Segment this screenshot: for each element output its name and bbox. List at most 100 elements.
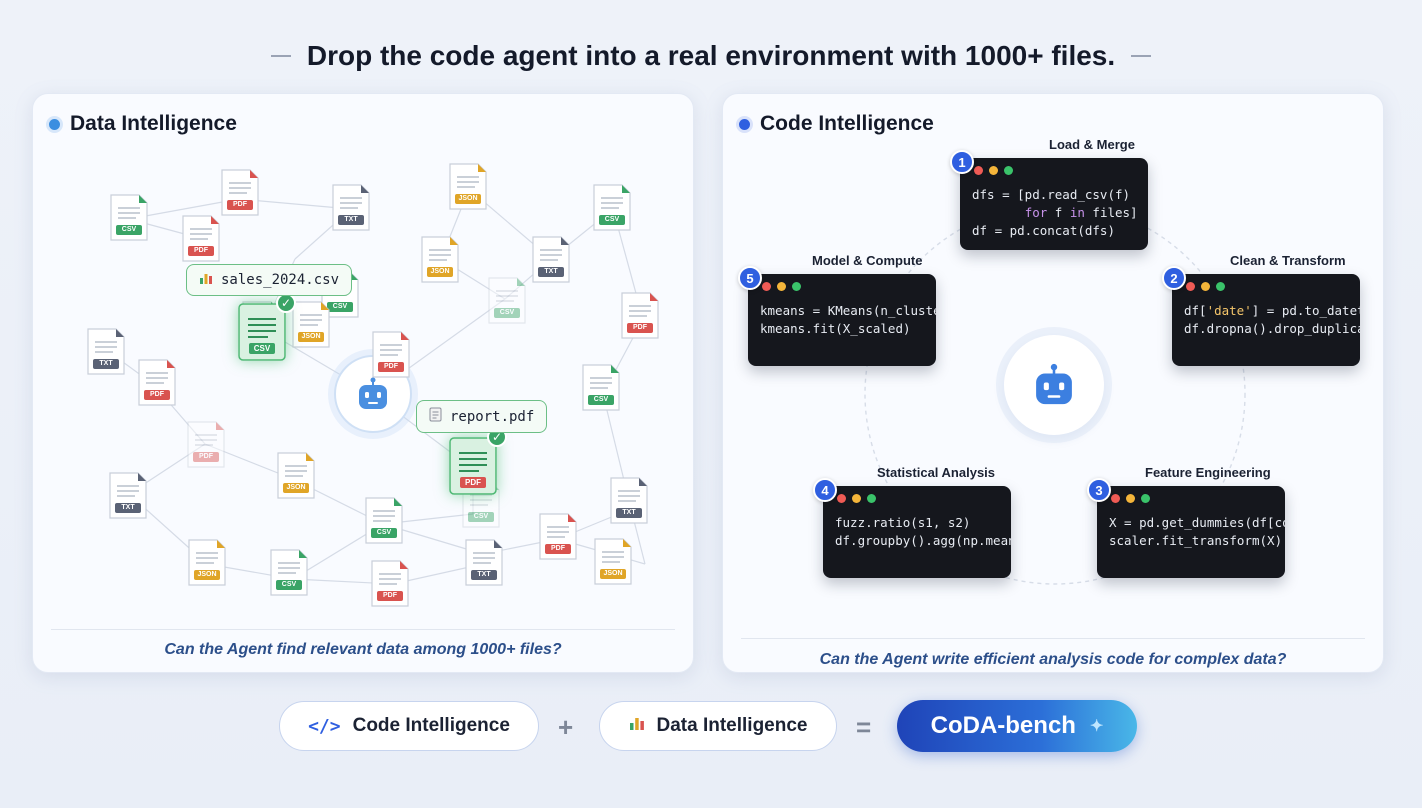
window-controls <box>960 158 1148 182</box>
step-number-badge: 3 <box>1087 478 1111 502</box>
file-type-label: PDF <box>194 247 208 254</box>
file-icon-csv[interactable]: CSV <box>268 548 310 598</box>
file-icon-txt[interactable]: TXT <box>85 327 127 377</box>
code-icon: </> <box>308 715 341 737</box>
file-icon-pdf[interactable]: PDF <box>185 420 227 470</box>
file-type-label: CSV <box>499 309 515 316</box>
file-type-label: TXT <box>477 571 491 578</box>
file-icon-pdf[interactable]: PDF <box>136 358 178 408</box>
file-icon-txt[interactable]: TXT <box>330 183 372 233</box>
checkmark-icon: ✓ <box>276 293 296 313</box>
file-type-label: TXT <box>344 216 358 223</box>
data-intelligence-title: Data Intelligence <box>49 112 237 136</box>
file-type-label: CSV <box>604 216 620 223</box>
file-type-label: JSON <box>603 570 623 577</box>
headline: Drop the code agent into a real environm… <box>0 40 1422 72</box>
file-icon-pdf[interactable]: PDF <box>180 214 222 264</box>
robot-icon <box>1036 363 1072 405</box>
step-number-badge: 1 <box>950 150 974 174</box>
step-label-1: Load & Merge <box>1049 137 1135 152</box>
sales-csv-label: sales_2024.csv <box>221 272 340 288</box>
file-type-label: JSON <box>301 333 321 340</box>
window-controls <box>1172 274 1360 298</box>
file-type-label: JSON <box>286 484 306 491</box>
title-dot-icon <box>49 118 60 130</box>
file-icon-json[interactable]: JSON <box>447 162 489 212</box>
headline-text: Drop the code agent into a real environm… <box>306 40 1116 71</box>
file-icon-pdf[interactable]: PDF <box>370 330 412 380</box>
file-type-label: TXT <box>99 360 113 367</box>
coda-bench-result[interactable]: CoDA-bench ✦ <box>897 700 1137 752</box>
file-icon-json[interactable]: JSON <box>186 538 228 588</box>
chart-icon <box>199 271 213 289</box>
data-intelligence-question: Can the Agent find relevant data among 1… <box>164 641 562 658</box>
code-step-2[interactable]: df['date'] = pd.to_datet df.dropna().dro… <box>1172 274 1360 366</box>
window-controls <box>823 486 1011 510</box>
code-step-5[interactable]: kmeans = KMeans(n_cluste kmeans.fit(X_sc… <box>748 274 936 366</box>
agent-bot-right <box>1004 335 1104 435</box>
file-icon-pdf[interactable]: PDF <box>619 291 661 341</box>
highlighted-file-pdf[interactable]: PDF✓ <box>449 427 507 495</box>
code-snippet: X = pd.get_dummies(df[co scaler.fit_tran… <box>1109 515 1285 548</box>
code-snippet: kmeans = KMeans(n_cluste kmeans.fit(X_sc… <box>760 303 936 336</box>
file-icon-json[interactable]: JSON <box>419 235 461 285</box>
code-intelligence-title-text: Code Intelligence <box>760 112 934 135</box>
file-icon-csv[interactable]: CSV <box>363 496 405 546</box>
file-type-label: PDF <box>233 201 247 208</box>
file-type-label: CSV <box>376 529 392 536</box>
code-snippet: dfs = [pd.read_csv(f) for f in files] df… <box>972 187 1138 238</box>
file-icon-txt[interactable]: TXT <box>608 476 650 526</box>
file-icon-txt[interactable]: TXT <box>107 471 149 521</box>
file-icon-json[interactable]: JSON <box>275 451 317 501</box>
bar-chart-icon <box>629 715 645 737</box>
code-step-1[interactable]: dfs = [pd.read_csv(f) for f in files] df… <box>960 158 1148 250</box>
file-type-label: CSV <box>281 581 297 588</box>
file-icon-json[interactable]: JSON <box>290 300 332 350</box>
file-icon-csv[interactable]: CSV <box>486 276 528 326</box>
file-type-label: JSON <box>197 571 217 578</box>
code-snippet: df['date'] = pd.to_datet df.dropna().dro… <box>1184 303 1360 336</box>
step-number-badge: 5 <box>738 266 762 290</box>
file-type-label: CSV <box>121 226 137 233</box>
plus-operator: + <box>558 712 574 742</box>
robot-icon <box>359 377 387 409</box>
window-controls <box>748 274 936 298</box>
file-icon-pdf[interactable]: PDF <box>219 168 261 218</box>
report-pdf-callout[interactable]: report.pdf <box>416 400 548 433</box>
headline-right-dash <box>1131 55 1152 57</box>
coda-bench-label: CoDA-bench <box>930 712 1076 739</box>
code-intelligence-pill[interactable]: </> Code Intelligence <box>279 701 539 751</box>
code-intelligence-pill-label: Code Intelligence <box>352 715 510 736</box>
step-number-badge: 4 <box>813 478 837 502</box>
left-divider <box>51 629 675 630</box>
code-step-4[interactable]: fuzz.ratio(s1, s2) df.groupby().agg(np.m… <box>823 486 1011 578</box>
file-icon-pdf[interactable]: PDF <box>537 512 579 562</box>
file-type-label: TXT <box>121 504 135 511</box>
window-controls <box>1097 486 1285 510</box>
right-divider <box>741 638 1365 639</box>
file-type-label: CSV <box>332 303 348 310</box>
file-icon-txt[interactable]: TXT <box>463 538 505 588</box>
highlighted-file-csv[interactable]: CSV✓ <box>238 293 296 361</box>
file-type-label: TXT <box>544 268 558 275</box>
step-number-badge: 2 <box>1162 266 1186 290</box>
file-icon-pdf[interactable]: PDF <box>369 559 411 609</box>
file-type-label: CSV <box>593 396 609 403</box>
file-type-label: TXT <box>622 509 636 516</box>
data-intelligence-title-text: Data Intelligence <box>70 112 237 135</box>
pipeline-cycle-ring <box>864 203 1246 585</box>
data-intelligence-pill[interactable]: Data Intelligence <box>599 701 837 751</box>
code-intelligence-title: Code Intelligence <box>739 112 934 136</box>
code-step-3[interactable]: X = pd.get_dummies(df[co scaler.fit_tran… <box>1097 486 1285 578</box>
file-icon-csv[interactable]: CSV <box>108 193 150 243</box>
file-icon-csv[interactable]: CSV <box>580 363 622 413</box>
sales-csv-callout[interactable]: sales_2024.csv <box>186 264 353 296</box>
file-type-label: PDF <box>633 324 647 331</box>
file-icon-txt[interactable]: TXT <box>530 235 572 285</box>
file-type-label: PDF <box>150 391 164 398</box>
code-snippet: fuzz.ratio(s1, s2) df.groupby().agg(np.m… <box>835 515 1011 548</box>
file-icon-json[interactable]: JSON <box>592 537 634 587</box>
file-type-label: PDF <box>551 545 565 552</box>
sparkle-icon: ✦ <box>1089 718 1104 735</box>
file-icon-csv[interactable]: CSV <box>591 183 633 233</box>
